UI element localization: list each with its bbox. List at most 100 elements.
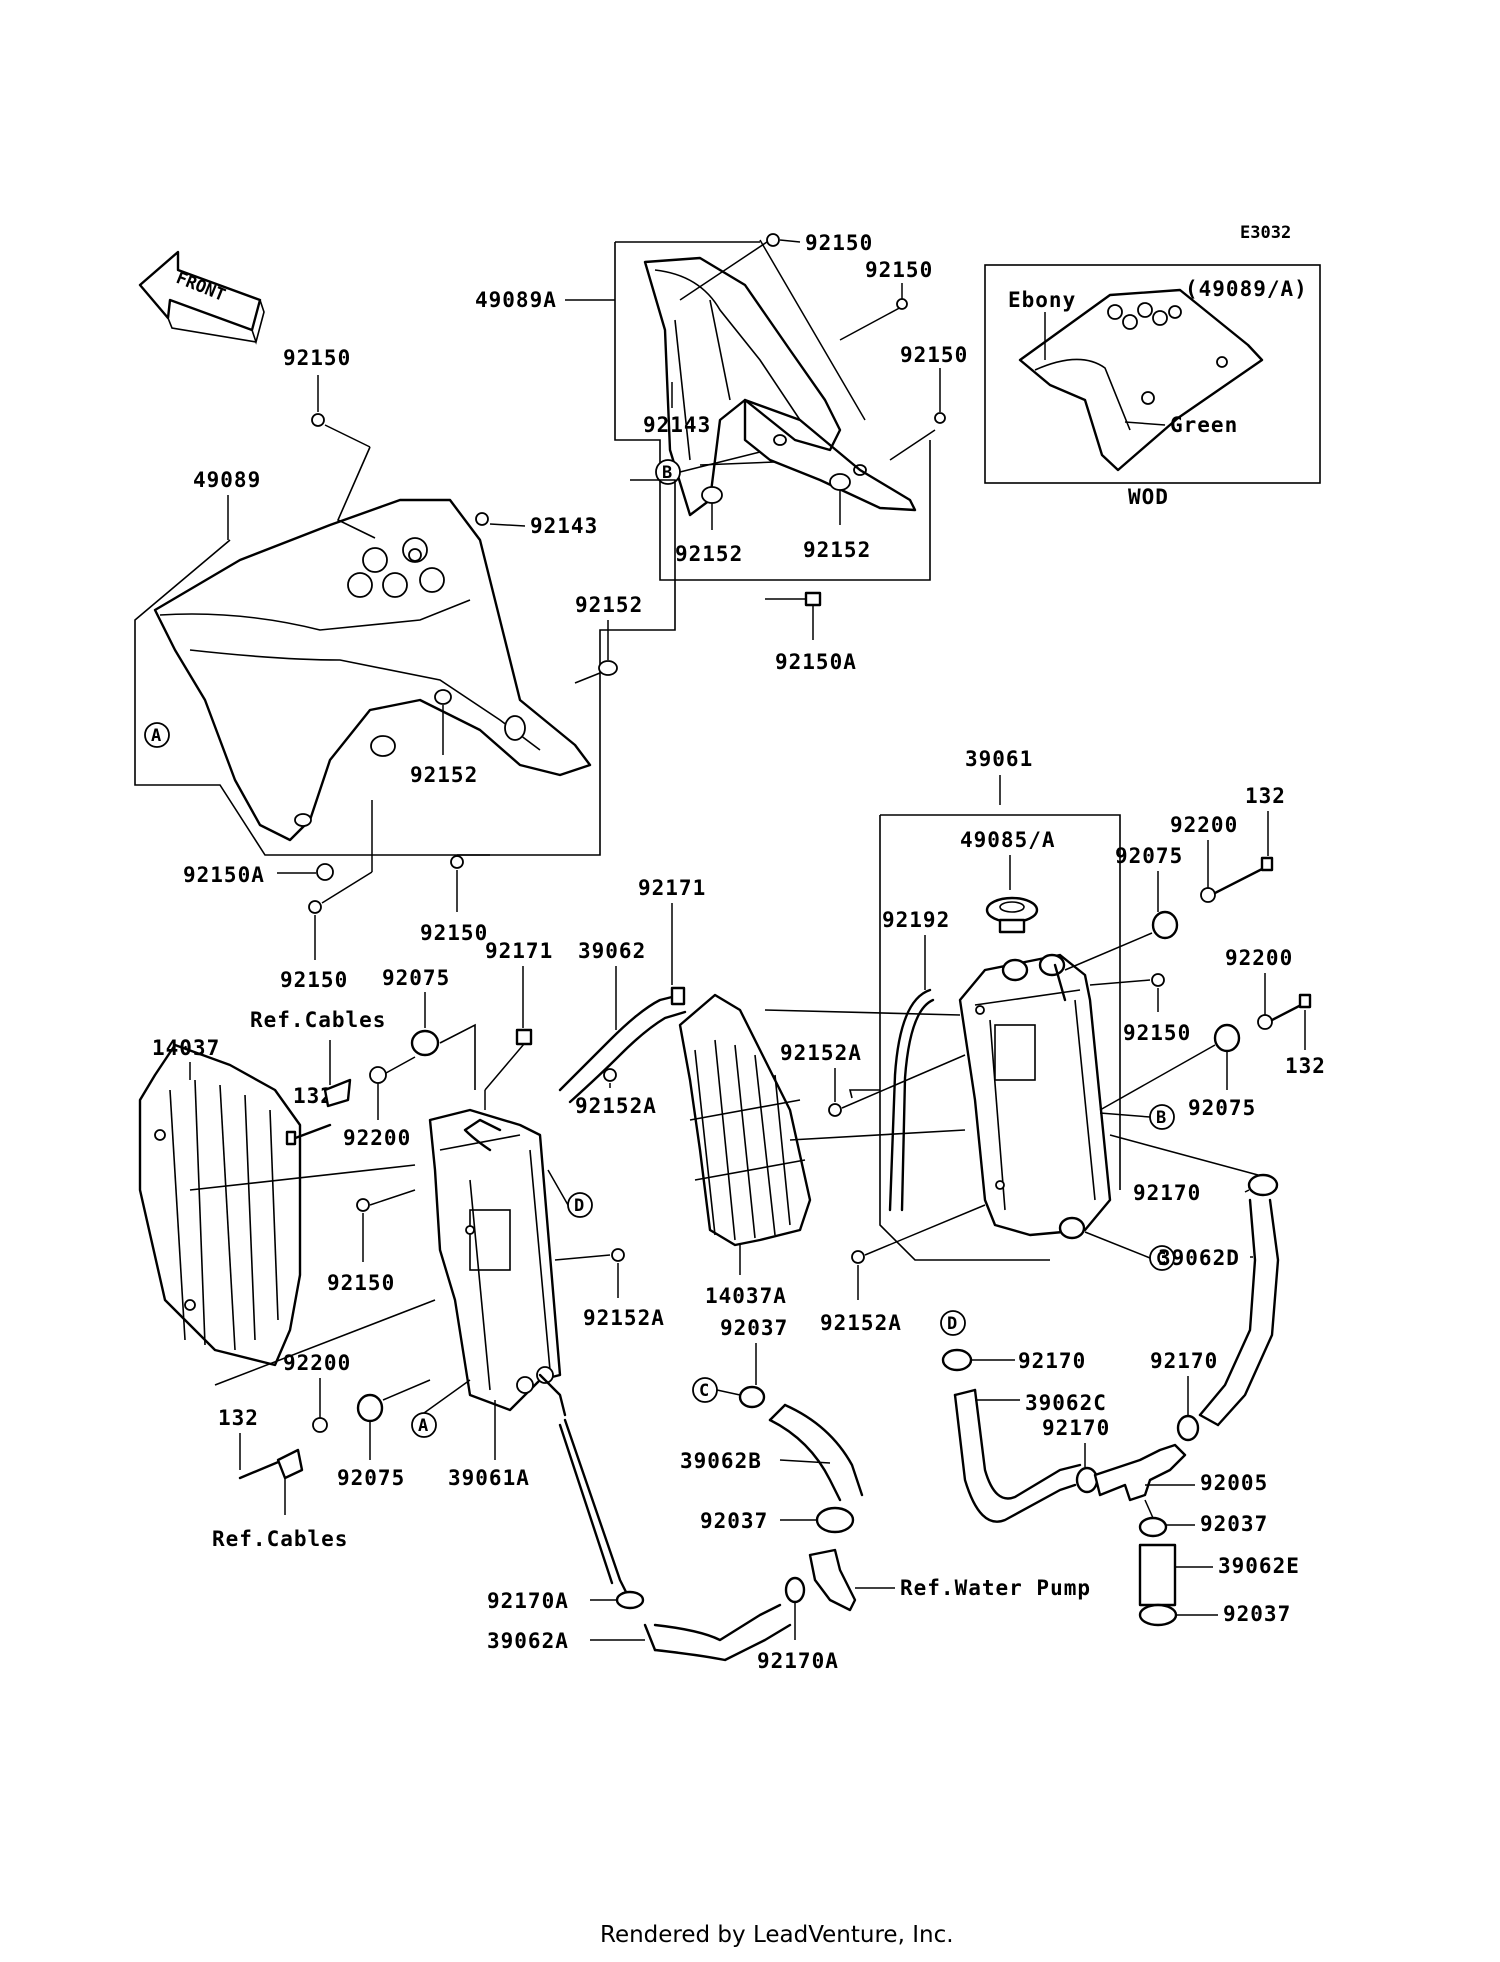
label-92192: 92192 [882,908,950,932]
svg-text:A: A [418,1416,428,1436]
hose-39062c [953,1388,1082,1523]
grommet-icon [701,486,723,504]
label-92075-b: 92075 [337,1466,405,1490]
label-92170-b: 92170 [1042,1416,1110,1440]
label-132-c: 132 [1245,784,1286,808]
label-92150-h: 92150 [1123,1021,1191,1045]
bolt-icon [603,1068,617,1082]
callout-d: D [567,1192,593,1218]
label-14037: 14037 [152,1036,220,1060]
front-arrow-icon: FRONT [138,250,265,345]
svg-text:D: D [574,1196,584,1216]
bolt-icon [828,1103,842,1117]
left-radiator-guard-14037 [138,1043,302,1367]
hose-clamp-icon [941,1348,973,1372]
label-132-d: 132 [1285,1054,1326,1078]
label-92200-b: 92200 [283,1351,351,1375]
cable-clamp-icon [323,1078,352,1108]
label-92037-d: 92037 [1223,1602,1291,1626]
svg-text:B: B [662,463,672,483]
right-shroud-49089a [614,239,936,581]
bolt-icon [356,1198,370,1212]
label-92170a-a: 92170A [487,1589,569,1613]
label-92152a-b: 92152A [583,1306,665,1330]
label-92075-a: 92075 [382,966,450,990]
label-92150-a: 92150 [805,231,873,255]
label-92152-d: 92152 [410,763,478,787]
hose-clamp-icon [784,1576,806,1604]
label-92171-a: 92171 [638,876,706,900]
hose-clamp-icon [1138,1603,1178,1627]
label-39062a: 39062A [487,1629,569,1653]
callout-c2: C [692,1377,718,1403]
label-92075-d: 92075 [1188,1096,1256,1120]
label-49089a: 49089A [475,288,557,312]
rubber-mount-icon [356,1393,384,1423]
label-ref-cables-top: Ref.Cables [250,1008,386,1032]
label-92170-d: 92170 [1133,1181,1201,1205]
bolt-icon [1213,856,1274,895]
label-92150-d: 92150 [283,346,351,370]
bolt-icon [851,1250,865,1264]
label-92150-b: 92150 [865,258,933,282]
hose-clamp-icon [1247,1173,1279,1197]
hose-39062b [768,1403,864,1502]
callout-b2: B [1149,1104,1175,1130]
svg-text:B: B [1156,1108,1166,1128]
bolt-icon [804,591,822,607]
label-92075-c: 92075 [1115,844,1183,868]
label-92150-e: 92150 [280,968,348,992]
washer-icon [369,1066,387,1084]
left-shroud-49089 [134,479,676,856]
washer-icon [1200,887,1216,903]
label-92152a-c: 92152A [780,1041,862,1065]
hose-39062a [558,1418,792,1662]
label-92150-c: 92150 [900,343,968,367]
label-92150a-left: 92150A [183,863,265,887]
bolt-icon [475,512,489,526]
label-92170a-b: 92170A [757,1649,839,1673]
diagram-code: E3032 [1240,223,1291,243]
label-92037-b: 92037 [700,1509,768,1533]
label-ref-cables-bottom: Ref.Cables [212,1527,348,1551]
footer-credit: Rendered by LeadVenture, Inc. [600,1922,954,1948]
label-49089: 49089 [193,468,261,492]
label-92152-c: 92152 [575,593,643,617]
color-variant-inset: (49089/A) Ebony Green WOD [984,264,1321,509]
radiator-cap-icon [985,896,1039,934]
label-39062e: 39062E [1218,1554,1300,1578]
hose-clamp-icon [1075,1466,1099,1494]
callout-c: C [1149,1245,1175,1271]
callout-a2: A [411,1412,437,1438]
hose-39062e [1138,1543,1177,1607]
callout-d2: D [940,1310,966,1336]
inset-model: WOD [1128,485,1169,509]
label-92200-d: 92200 [1225,946,1293,970]
bolt-icon [285,1123,332,1146]
grommet-icon [598,660,618,676]
svg-text:A: A [151,726,161,746]
nut-icon [316,863,334,881]
label-92150-f: 92150 [420,921,488,945]
inset-color-ebony: Ebony [1008,288,1076,312]
hose-clamp-icon [1176,1414,1200,1442]
hose-clamp-icon [1138,1516,1168,1538]
washer-icon [1257,1014,1273,1030]
hose-39062d [1198,1198,1280,1427]
hose-clamp-icon [515,1028,533,1046]
label-ref-water-pump: Ref.Water Pump [900,1576,1091,1600]
hose-clamp-icon [670,986,686,1006]
rubber-mount-icon [410,1029,440,1057]
bolt-icon [1270,993,1312,1022]
tee-fitting-92005 [1093,1443,1187,1502]
rubber-mount-icon [1213,1023,1241,1053]
grommet-icon [434,689,452,705]
hose-clamp-icon [815,1506,855,1534]
callout-a: A [144,722,170,748]
label-39062d: 39062D [1158,1246,1240,1270]
label-39062b: 39062B [680,1449,762,1473]
label-92152a-a: 92152A [575,1094,657,1118]
breather-hose-92192 [888,988,935,1212]
label-39062: 39062 [578,939,646,963]
